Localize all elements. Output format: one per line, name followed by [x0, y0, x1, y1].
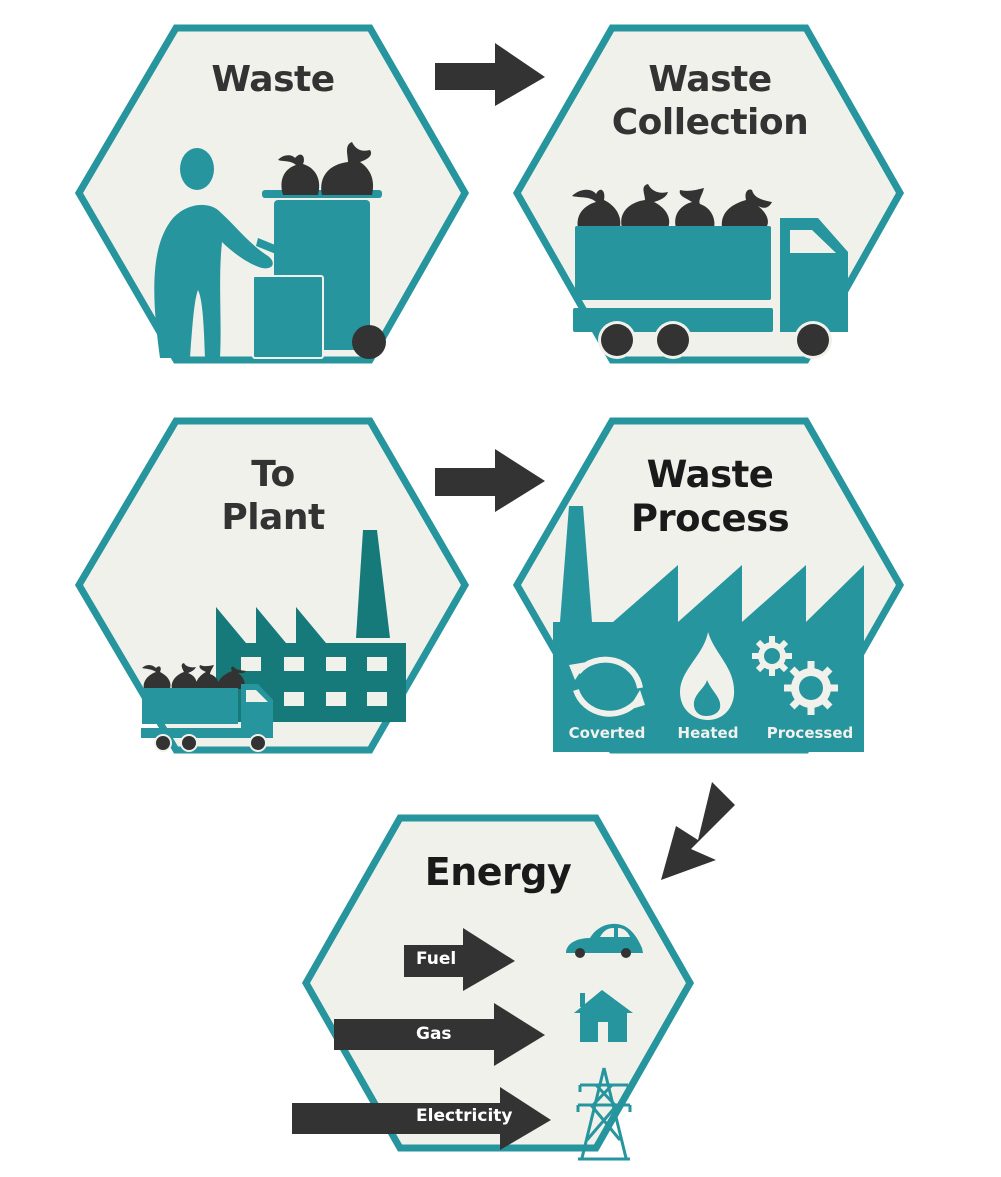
title-line-2: Collection	[611, 102, 809, 144]
stage-label-heated: Heated	[677, 724, 739, 742]
garbage-truck-icon	[572, 184, 848, 359]
title-waste: Waste	[211, 59, 335, 100]
stage-label-coverted: Coverted	[568, 724, 646, 742]
title-line-2: Plant	[221, 497, 325, 539]
title-energy: Energy	[424, 850, 572, 894]
output-label-electricity: Electricity	[416, 1106, 513, 1126]
output-label-gas: Gas	[416, 1024, 452, 1044]
arrow-electricity	[292, 1087, 551, 1150]
title-waste-process: Waste Process	[600, 453, 820, 542]
small-garbage-truck-icon	[141, 663, 273, 752]
power-pylon-icon	[576, 1067, 632, 1161]
arrow-process-to-energy	[661, 782, 735, 880]
title-line-1: Waste	[648, 59, 772, 100]
arrow-waste-to-collection	[435, 43, 545, 106]
output-label-fuel: Fuel	[416, 949, 457, 969]
title-line-2: Process	[630, 497, 790, 541]
arrow-fuel	[404, 928, 515, 991]
title-line-1: Waste	[646, 453, 774, 496]
title-to-plant: To Plant	[176, 453, 370, 539]
car-icon	[566, 923, 643, 958]
title-line-1: To	[251, 454, 295, 495]
hex-energy	[301, 814, 695, 1152]
title-waste-collection: Waste Collection	[590, 58, 830, 144]
stage-label-processed: Processed	[766, 724, 854, 742]
flame-icon	[680, 632, 735, 720]
gears-icon	[752, 636, 838, 715]
person-disposing-icon	[154, 142, 386, 359]
house-icon	[574, 990, 633, 1042]
arrow-gas	[334, 1003, 545, 1066]
arrow-plant-to-process	[435, 449, 545, 512]
recycle-arrowheads-icon	[569, 662, 645, 710]
